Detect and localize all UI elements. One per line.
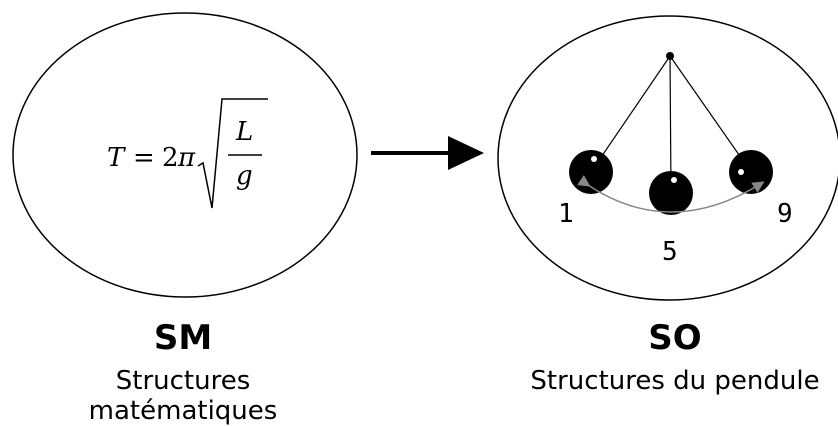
position-label-5: 5 [662,237,678,267]
math-model-name: Structures matématiques [88,366,278,426]
swing-arc [577,175,765,213]
formula-numerator: L [235,117,253,147]
string-right [669,55,752,173]
pendulum-structures-ellipse [497,15,838,301]
formula-equals: = [133,143,155,173]
formula-coefficient: 2 [162,143,179,173]
position-label-9: 9 [777,199,793,229]
bob-center [649,171,693,215]
diagram-canvas: T = 2 π L g 1 5 9 [12,12,838,301]
sqrt-sign [197,98,268,209]
pendulum-icon: 1 5 9 [558,52,793,267]
pendulum-model-abbreviation: SO [648,318,702,358]
formula-pi: π [177,143,196,173]
math-model-abbreviation: SM [153,318,213,358]
arrow-right-icon [371,136,484,170]
string-center [669,55,672,193]
bob-right [729,150,773,194]
string-left [590,55,671,173]
position-label-1: 1 [558,199,574,229]
formula-denominator: g [236,161,253,191]
math-structures-ellipse [12,12,358,298]
period-formula: T = 2 π L g [107,98,268,209]
formula-lhs: T [107,143,126,173]
pendulum-model-name: Structures du pendule [530,366,820,396]
